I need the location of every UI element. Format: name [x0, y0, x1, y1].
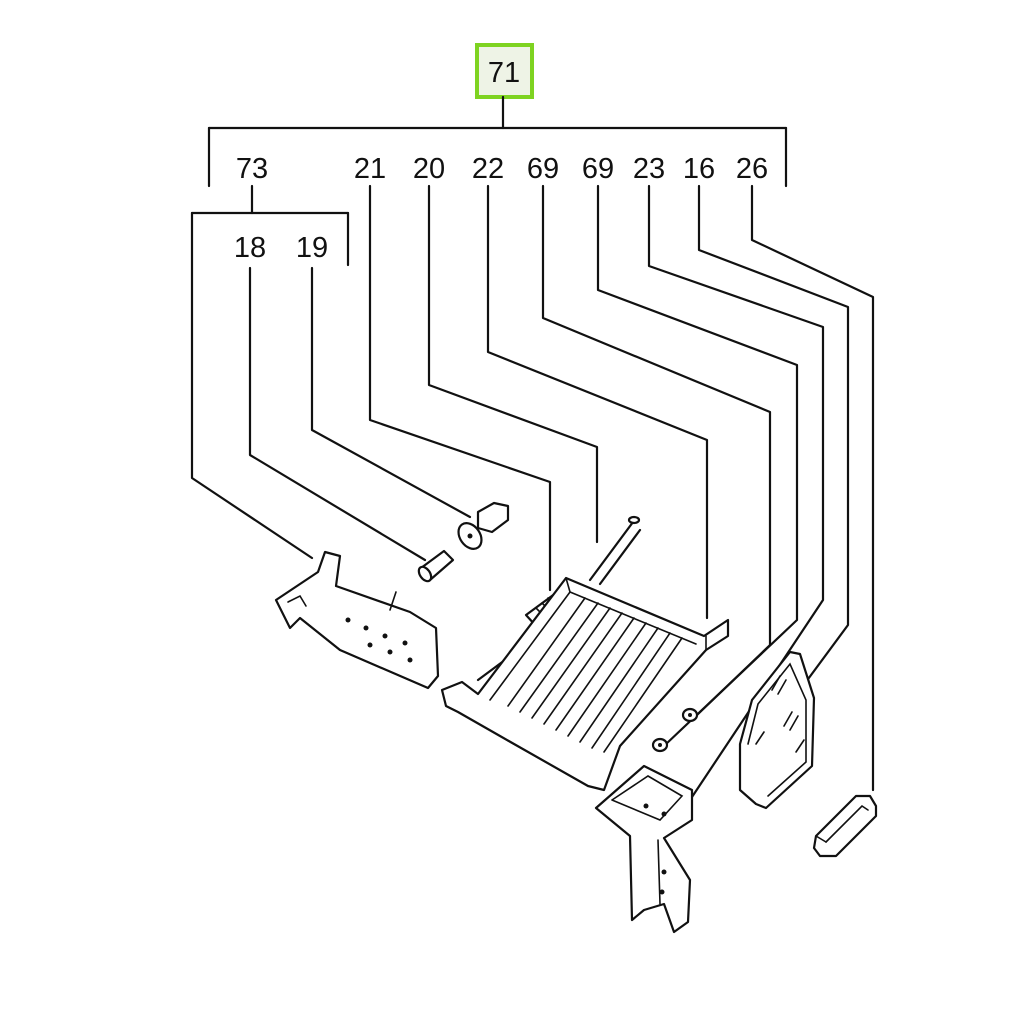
label-23: 23 [633, 153, 665, 185]
leader-22 [486, 184, 709, 620]
nut-part-b[interactable] [651, 737, 669, 753]
label-18: 18 [234, 232, 266, 264]
label-73: 73 [236, 153, 268, 185]
pin-part[interactable] [416, 549, 455, 583]
leader-73 [190, 211, 314, 560]
leader-16 [697, 184, 850, 692]
leader-69-b [596, 184, 799, 747]
label-19: 19 [296, 232, 328, 264]
leader-19 [310, 266, 472, 519]
highlight-box[interactable] [475, 43, 534, 99]
label-16: 16 [683, 153, 715, 185]
label-26: 26 [736, 153, 768, 185]
label-20: 20 [413, 153, 445, 185]
bushing-part[interactable] [454, 501, 510, 553]
grate-tray-part[interactable] [440, 576, 730, 792]
label-69-b: 69 [582, 153, 614, 185]
label-71: 71 [488, 57, 520, 89]
bracket-part[interactable] [274, 550, 440, 690]
label-69-a: 69 [527, 153, 559, 185]
sub-bracket-73 [190, 184, 350, 267]
leader-26 [750, 184, 875, 792]
nut-part-a[interactable] [681, 707, 699, 723]
grate-slats [507, 597, 683, 753]
leader-20 [427, 184, 599, 544]
label-22: 22 [472, 153, 504, 185]
leader-21 [368, 184, 552, 592]
label-21: 21 [354, 153, 386, 185]
vertical-mount-part[interactable] [594, 764, 694, 934]
leader-18 [248, 266, 427, 562]
side-plate-part[interactable] [738, 650, 816, 810]
handle-part[interactable] [812, 794, 878, 858]
top-bracket [207, 95, 788, 188]
